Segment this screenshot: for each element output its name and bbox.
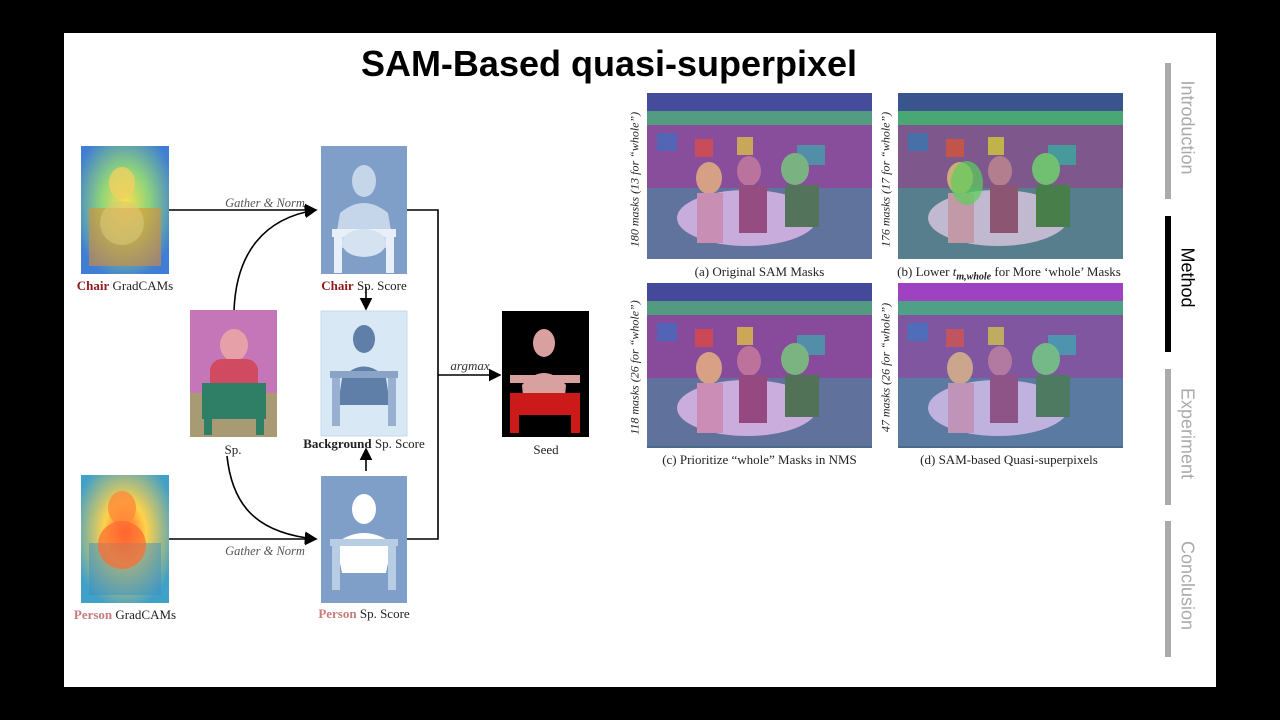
nav-bar-experiment [1165,369,1171,505]
sam-mask-panels [647,93,1123,448]
panel-c-mask-count: 118 masks (26 for “whole”) [627,300,642,435]
connectors [169,203,502,546]
slide-title: SAM-Based quasi-superpixel [360,43,858,84]
panel-c-image [647,283,872,448]
chair-gradcam-caption: Chair GradCAMs [64,278,186,294]
nav-bar-conclusion [1165,521,1171,657]
background-class-name: Background [303,436,372,451]
nav-item-experiment[interactable]: Experiment [1177,387,1198,480]
gradcam-suffix: GradCAMs [109,278,174,293]
person-class-name: Person [318,606,357,621]
chair-score-image [321,146,407,274]
score-suffix: Sp. Score [356,606,410,621]
chair-class-name: Chair [76,278,110,293]
seed-image [502,311,589,437]
panel-a-image [647,93,872,259]
gradcam-suffix: GradCAMs [112,607,177,622]
panel-d-image [898,283,1123,448]
panel-b-caption-sub: m,whole [956,271,992,283]
nav-bar-method [1165,216,1171,352]
score-suffix: Sp. Score [353,278,407,293]
background-score-image [320,310,408,437]
panel-b-caption-pre: (b) Lower [897,264,953,279]
gather-norm-bottom-label: Gather & Norm [225,544,305,558]
chair-gradcam-image [81,146,169,274]
panel-b-image [898,93,1123,259]
panel-b-caption: (b) Lower tm,whole for More ‘whole’ Mask… [864,264,1154,283]
gather-norm-top-label: Gather & Norm [225,196,305,210]
nav-bar-introduction [1165,63,1171,199]
background-score-caption: Background Sp. Score [284,436,444,452]
person-class-name: Person [73,607,113,622]
sp-caption: Sp. [224,442,242,457]
panel-a-caption: (a) Original SAM Masks [694,264,825,279]
person-gradcam-caption: Person GradCAMs [64,607,186,623]
argmax-label: argmax [450,358,489,373]
panel-d-caption: (d) SAM-based Quasi-superpixels [920,452,1098,467]
panel-d-mask-count: 47 masks (26 for “whole”) [878,302,893,433]
score-suffix: Sp. Score [371,436,425,451]
panel-b-mask-count: 176 masks (17 for “whole”) [878,111,893,248]
superpixel-image [190,310,277,437]
panel-b-caption-math: t [952,264,957,279]
slide: SAM-Based quasi-superpixel [64,33,1216,687]
pipeline-diagram: Gather & Norm Gather & Norm argmax [81,146,589,603]
chair-score-caption: Chair Sp. Score [294,278,434,294]
seed-caption: Seed [533,442,559,457]
nav-item-conclusion[interactable]: Conclusion [1177,540,1198,631]
panel-c-caption: (c) Prioritize “whole” Masks in NMS [662,452,857,467]
person-score-image [321,476,407,603]
nav-item-method[interactable]: Method [1177,247,1198,308]
person-score-caption: Person Sp. Score [294,606,434,622]
panel-a-mask-count: 180 masks (13 for “whole”) [627,111,642,248]
panel-b-caption-post: for More ‘whole’ Masks [991,264,1121,279]
nav-item-introduction[interactable]: Introduction [1177,80,1198,175]
chair-class-name: Chair [321,278,354,293]
person-gradcam-image [81,475,169,603]
